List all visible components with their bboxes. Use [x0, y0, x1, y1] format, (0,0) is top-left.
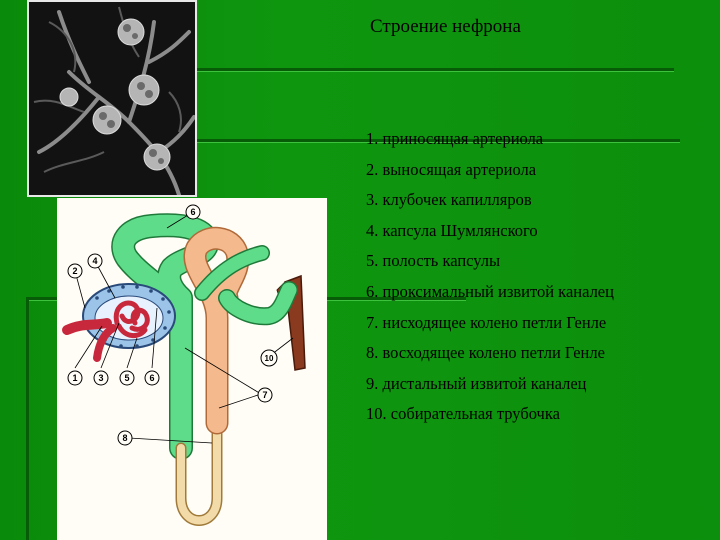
callout-label-6: 6 [149, 373, 154, 383]
efferent-arteriole [93, 324, 117, 362]
legend-item-1: 1. приносящая артериола [366, 129, 544, 148]
legend-item-8: 8. восходящее колено петли Генле [366, 343, 605, 363]
callout-label-1: 1 [72, 373, 77, 383]
callout-6 [144, 370, 160, 386]
callout-label-3: 3 [98, 373, 103, 383]
middle-rule [180, 139, 680, 142]
legend-item-7: 7. нисходящее колено петли Генле [366, 312, 607, 332]
top-rule [196, 68, 674, 71]
legend-list: 1. приносящая артериола 2. выносящая арт… [366, 124, 614, 430]
callout-7 [257, 387, 273, 403]
micrograph-image [29, 2, 195, 195]
nephron-diagram: 6 4 2 1 3 5 6 10 7 8 [57, 198, 327, 540]
callout-10 [260, 349, 278, 367]
legend-item-3: 3. клубочек капилляров [366, 190, 532, 210]
legend-item-9: 9. дистальный извитой каналец [366, 373, 587, 393]
legend-item-2: 2. выносящая артериола [366, 159, 537, 179]
nephron-micrograph [27, 0, 197, 197]
legend-item-6: 6. проксимальный извитой каналец [366, 281, 614, 301]
callout-2 [67, 263, 83, 279]
callout-label-7: 7 [262, 390, 267, 400]
callout-5-top [185, 204, 201, 220]
glomerulus [113, 300, 150, 338]
callout-label-5-top: 6 [190, 207, 195, 217]
legend-item-5: 5. полость капсулы [366, 251, 501, 271]
legend-item-4: 4. капсула Шумлянского [366, 220, 538, 240]
callout-3 [93, 370, 109, 386]
callout-4 [87, 253, 103, 269]
callout-label-4: 4 [92, 256, 97, 266]
callout-5 [119, 370, 135, 386]
afferent-arteriole [62, 318, 112, 335]
callout-label-10: 10 [265, 354, 274, 363]
callout-1 [67, 370, 83, 386]
legend-item-10: 10. собирательная трубочка [366, 404, 560, 424]
callout-label-2: 2 [72, 266, 77, 276]
callout-label-5: 5 [124, 373, 129, 383]
slide-title: Строение нефрона [370, 16, 521, 37]
callout-label-8: 8 [122, 433, 127, 443]
nephron-schematic: 6 4 2 1 3 5 6 10 7 8 [62, 204, 306, 526]
callout-8 [117, 430, 133, 446]
left-vertical-rule [26, 297, 29, 540]
